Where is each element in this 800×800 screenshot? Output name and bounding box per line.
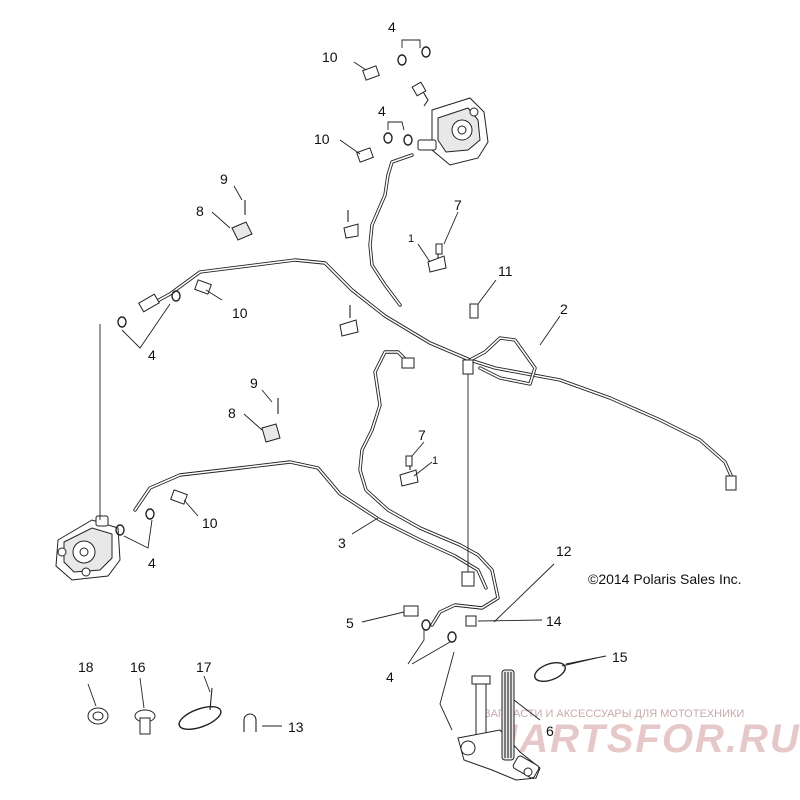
cable-tie-17 <box>178 687 222 731</box>
callout-1-upper: 1 <box>408 233 414 245</box>
brake-caliper-lower-left <box>55 515 121 581</box>
copyright-notice: ©2014 Polaris Sales Inc. <box>588 571 742 587</box>
bolt-5 <box>403 605 419 617</box>
washer <box>421 46 431 58</box>
clip-lower <box>399 460 419 487</box>
watermark-tagline: ЗАПЧАСТИ И АКСЕССУАРЫ ДЛЯ МОТОТЕХНИКИ <box>484 708 744 720</box>
callout-7-upper: 7 <box>454 197 462 213</box>
callout-14: 14 <box>546 613 562 629</box>
callout-4-left-upper: 4 <box>148 347 156 363</box>
callout-8-lower: 8 <box>228 405 236 421</box>
bolt-7-upper <box>435 243 443 255</box>
bolt-11 <box>469 303 479 319</box>
washer <box>117 316 127 328</box>
callout-4-mid-top: 4 <box>378 103 386 119</box>
callout-10-left-upper: 10 <box>232 305 248 321</box>
brake-caliper-upper <box>411 81 489 166</box>
callout-8-upper: 8 <box>196 203 204 219</box>
callout-4-bottom: 4 <box>386 669 394 685</box>
callout-4-top: 4 <box>388 19 396 35</box>
banjo-bolt-left-lower <box>170 489 188 505</box>
banjo-bolt-top <box>362 65 380 81</box>
callout-9-lower: 9 <box>250 375 258 391</box>
banjo-bolt-mid-top <box>356 147 374 163</box>
watermark-logo: JARTSFOR.RU <box>495 717 800 761</box>
brake-line-3 <box>133 350 500 627</box>
line-2-left-fitting <box>138 293 160 313</box>
callout-10-top: 10 <box>322 49 338 65</box>
callout-7-lower: 7 <box>418 427 426 443</box>
callout-16: 16 <box>130 659 146 675</box>
callout-9-upper: 9 <box>220 171 228 187</box>
junction-block-lower <box>461 571 475 587</box>
line-3-top-fitting <box>401 357 415 369</box>
clip-mid-b <box>339 305 359 337</box>
cable-tie-15 <box>534 657 597 682</box>
hose-clamp-18 <box>87 707 109 725</box>
clip-13 <box>243 713 257 732</box>
washer <box>447 631 457 643</box>
bolt-7-lower <box>405 455 413 467</box>
leader-lines <box>87 39 607 731</box>
washer <box>403 134 413 146</box>
washer <box>383 132 393 144</box>
push-rivet-16 <box>134 709 156 735</box>
nut-14 <box>465 615 477 627</box>
washer <box>397 54 407 66</box>
washer <box>171 290 181 302</box>
junction-block-upper <box>462 359 474 375</box>
bracket-lower <box>261 423 281 443</box>
callout-10-left-lower: 10 <box>202 515 218 531</box>
master-cylinder <box>457 669 541 781</box>
callout-2: 2 <box>560 301 568 317</box>
callout-3: 3 <box>338 535 346 551</box>
callout-11: 11 <box>498 263 513 279</box>
brake-line-2 <box>138 153 737 491</box>
callout-15: 15 <box>612 649 628 665</box>
washer <box>115 524 125 536</box>
callout-4-left-lower: 4 <box>148 555 156 571</box>
callout-12: 12 <box>556 543 572 559</box>
callout-18: 18 <box>78 659 94 675</box>
line-2-end-fitting <box>725 475 737 491</box>
callout-13: 13 <box>288 719 304 735</box>
callout-6: 6 <box>546 723 554 739</box>
callout-5: 5 <box>346 615 354 631</box>
callout-17: 17 <box>196 659 212 675</box>
clip-mid-a <box>343 210 359 239</box>
bracket-upper <box>231 221 253 241</box>
callout-1-lower: 1 <box>432 455 438 467</box>
callout-10-mid-top: 10 <box>314 131 330 147</box>
washer <box>421 619 431 631</box>
washer <box>145 508 155 520</box>
